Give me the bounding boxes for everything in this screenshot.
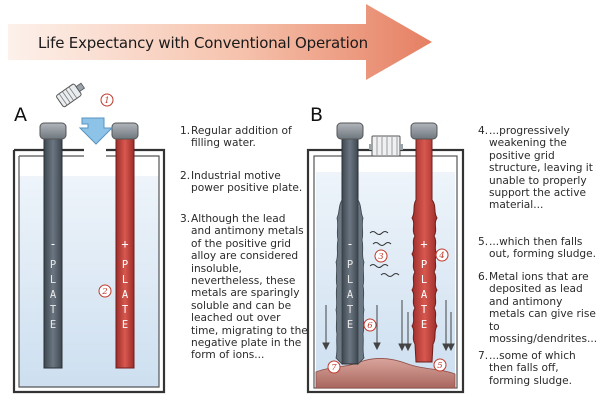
plate-label-letter: L <box>421 274 427 286</box>
svg-text:3: 3 <box>378 252 383 262</box>
note-6: 6. Metal ions that are deposited as lead… <box>478 271 598 345</box>
marker-1: 1 <box>100 93 114 107</box>
plate-label-letter: E <box>421 319 427 331</box>
note-text: Metal ions that are deposited as lead an… <box>489 271 598 346</box>
terminal-cap <box>336 122 364 140</box>
marker-6: 6 <box>363 318 377 332</box>
marker-2: 2 <box>98 284 112 298</box>
note-text: Regular addition of filling water. <box>191 125 292 150</box>
plate-label-letter: P <box>347 259 353 271</box>
panel-a-letter: A <box>14 104 27 126</box>
plate-label-letter: T <box>122 304 129 316</box>
plate-label-letter: P <box>50 259 56 271</box>
note-number: 5. <box>478 236 489 248</box>
terminal-cap <box>39 122 67 140</box>
negative-plate-mossy: - P L A T E <box>335 122 365 365</box>
plate-label-letter: L <box>347 274 353 286</box>
electrolyte <box>19 176 159 387</box>
plate-label-letter: A <box>122 289 129 301</box>
note-text: Industrial motive power positive plate. <box>191 170 303 195</box>
plate-sign: + <box>121 237 128 251</box>
pour-arrow-icon <box>78 117 114 145</box>
note-number: 3. <box>180 213 191 225</box>
plate-label-letter: L <box>50 274 56 286</box>
plate-sign: - <box>346 237 353 251</box>
plate-label-letter: T <box>421 304 428 316</box>
plate-sign: - <box>49 237 56 251</box>
plate-label-letter: T <box>347 304 354 316</box>
plate-label-letter: A <box>50 289 57 301</box>
note-text: ...some of which then falls off, forming… <box>489 350 576 387</box>
note-number: 2. <box>180 170 191 182</box>
plate-label-letter: A <box>347 289 354 301</box>
panel-b-letter: B <box>310 104 324 126</box>
svg-text:6: 6 <box>367 321 373 331</box>
marker-5: 5 <box>433 358 447 372</box>
plate-label-letter: E <box>347 319 353 331</box>
marker-4: 4 <box>435 248 449 262</box>
plate-sign: + <box>420 237 427 251</box>
vent-cap-icon <box>369 135 403 157</box>
plate-label-letter: E <box>122 319 128 331</box>
negative-plate: - P L A T E <box>39 122 67 369</box>
note-5: 5. ...which then falls out, forming slud… <box>478 236 598 261</box>
plate-label-letter: E <box>50 319 56 331</box>
plate-label-letter: L <box>122 274 128 286</box>
note-text: ...progressively weakening the positive … <box>489 125 593 212</box>
note-number: 4. <box>478 125 489 137</box>
plate-label-letter: A <box>421 289 428 301</box>
note-text: ...which then falls out, forming sludge. <box>489 236 597 261</box>
note-3: 3. Although the lead and antimony metals… <box>180 213 308 362</box>
svg-text:5: 5 <box>437 361 442 371</box>
svg-text:1: 1 <box>104 96 109 106</box>
banner-title: Life Expectancy with Conventional Operat… <box>38 34 368 52</box>
svg-text:2: 2 <box>101 287 107 297</box>
plate-label-letter: P <box>421 259 427 271</box>
marker-7: 7 <box>327 360 341 374</box>
terminal-cap <box>410 122 438 140</box>
svg-text:4: 4 <box>438 251 444 261</box>
banner-arrow <box>8 4 432 80</box>
terminal-cap <box>111 122 139 140</box>
note-text: Although the lead and antimony metals of… <box>191 213 308 362</box>
marker-3: 3 <box>374 249 388 263</box>
svg-text:7: 7 <box>331 363 337 373</box>
positive-plate: + P L A T E <box>111 122 139 369</box>
note-4: 4. ...progressively weakening the positi… <box>478 125 598 212</box>
note-1: 1. Regular addition of filling water. <box>180 125 308 150</box>
plate-label-letter: P <box>122 259 128 271</box>
ion-migration-waves <box>369 231 400 277</box>
panel-a-battery: - P L A T E + P L A T E <box>12 82 166 394</box>
note-2: 2. Industrial motive power positive plat… <box>180 170 308 195</box>
water-bottle-icon <box>56 82 86 108</box>
positive-plate-corroded: + P L A T E <box>410 122 438 363</box>
note-7: 7. ...some of which then falls off, form… <box>478 350 598 387</box>
note-number: 1. <box>180 125 191 137</box>
panel-b-battery: - P L A T E + P L A T E <box>306 122 465 394</box>
plate-label-letter: T <box>50 304 57 316</box>
note-number: 6. <box>478 271 489 283</box>
falling-arrows <box>322 300 455 352</box>
note-number: 7. <box>478 350 489 362</box>
